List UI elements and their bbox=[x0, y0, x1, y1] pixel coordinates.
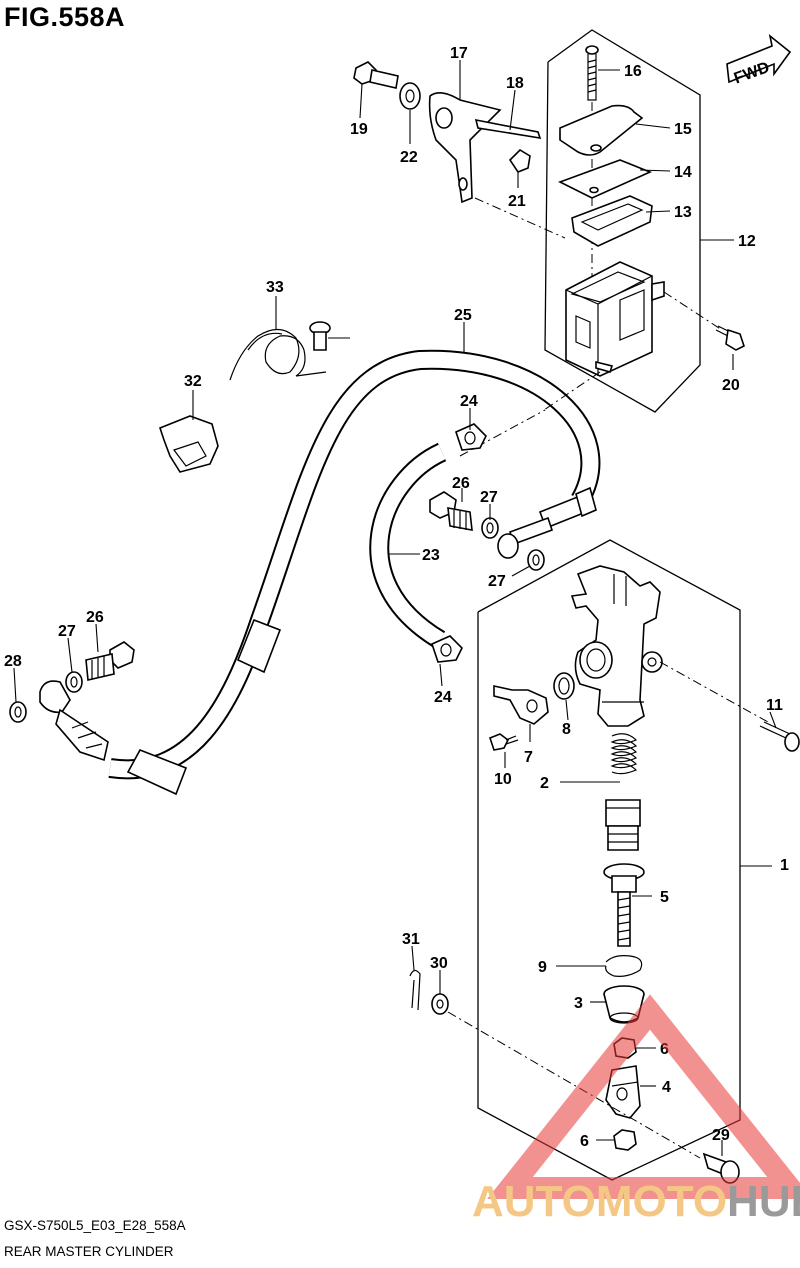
brake-hose-part-23 bbox=[369, 442, 447, 649]
callout-29: 30 bbox=[430, 955, 448, 972]
callout-11: 11 bbox=[766, 697, 783, 714]
washer-part-27-a bbox=[481, 517, 499, 539]
bolt-part-19 bbox=[353, 61, 399, 89]
reservoir-body-part-12 bbox=[565, 261, 665, 377]
callout-5: 5 bbox=[660, 889, 669, 906]
callout-26-upper: 26 bbox=[452, 475, 470, 492]
callout-8: 8 bbox=[562, 721, 571, 738]
hose-connector-part-7 bbox=[493, 685, 549, 725]
pin-part-18 bbox=[474, 118, 542, 140]
callout-10: 10 bbox=[494, 771, 512, 788]
watermark-text: AUTOMOTOHUB bbox=[472, 1177, 800, 1226]
callout-27-b: 27 bbox=[488, 573, 506, 590]
screw-part-16 bbox=[585, 45, 599, 101]
piston-assembly bbox=[605, 799, 641, 851]
automotohub-watermark bbox=[487, 994, 800, 1199]
callout-30: 31 bbox=[402, 931, 420, 948]
model-code: GSX-S750L5_E03_E28_558A bbox=[4, 1218, 186, 1233]
callout-18: 18 bbox=[506, 75, 524, 92]
hose-clamp-part-24-upper bbox=[455, 423, 487, 451]
o-ring-part-8 bbox=[553, 672, 575, 700]
hose-protector bbox=[126, 618, 282, 796]
master-cylinder-body bbox=[570, 565, 663, 727]
screw-part-10 bbox=[489, 733, 519, 751]
callout-27-a: 27 bbox=[480, 489, 498, 506]
cotter-pin-part-30 bbox=[409, 969, 421, 1011]
figure-title: FIG.558A bbox=[4, 2, 126, 32]
callout-31: 32 bbox=[184, 373, 202, 390]
callout-20: 20 bbox=[722, 377, 740, 394]
spring-part-2 bbox=[610, 733, 638, 775]
watermark-triangle-icon bbox=[487, 994, 800, 1199]
callout-23: 23 bbox=[422, 547, 440, 564]
callout-25: 25 bbox=[454, 307, 472, 324]
screw-part-33 bbox=[309, 321, 331, 351]
washer-part-29 bbox=[431, 993, 449, 1015]
washer-part-22 bbox=[399, 82, 421, 110]
callout-12: 12 bbox=[738, 233, 756, 250]
hose-fitting-left bbox=[39, 680, 109, 762]
bolt-part-20 bbox=[715, 325, 745, 351]
diaphragm-plate-part-14 bbox=[557, 159, 653, 199]
callout-4: 4 bbox=[662, 1079, 671, 1096]
spring-clip-part-32 bbox=[229, 328, 327, 381]
callout-6-lower: 6 bbox=[580, 1133, 589, 1150]
callout-16: 16 bbox=[624, 63, 642, 80]
callout-32: 33 bbox=[266, 279, 284, 296]
callout-27-d: 28 bbox=[4, 653, 22, 670]
grommet-part-21 bbox=[508, 148, 531, 173]
watermark-suffix: HUB bbox=[727, 1177, 800, 1226]
callout-2: 2 bbox=[540, 775, 549, 792]
callout-1: 1 bbox=[780, 857, 789, 874]
callout-13: 13 bbox=[674, 204, 692, 221]
callout-15: 15 bbox=[674, 121, 692, 138]
union-bolt-part-26-upper bbox=[429, 491, 473, 531]
washer-part-27-c bbox=[65, 671, 83, 693]
callout-21: 21 bbox=[508, 193, 526, 210]
callout-19: 19 bbox=[350, 121, 368, 138]
diaphragm-part-13 bbox=[571, 195, 653, 247]
reservoir-cap-part-15 bbox=[559, 104, 644, 156]
hose-fitting-right bbox=[497, 486, 597, 559]
callout-22: 22 bbox=[400, 149, 418, 166]
reservoir-hose-part-25 bbox=[108, 349, 601, 780]
push-rod-part-5 bbox=[603, 863, 645, 947]
union-bolt-part-26-lower bbox=[85, 641, 135, 681]
reservoir-group-outline bbox=[544, 29, 701, 413]
callout-6-upper: 6 bbox=[660, 1041, 669, 1058]
callout-17: 17 bbox=[450, 45, 468, 62]
callout-28: 29 bbox=[712, 1127, 730, 1144]
callout-7: 7 bbox=[524, 749, 533, 766]
fwd-arrow-icon: FWD bbox=[726, 34, 792, 88]
leader-lines bbox=[13, 60, 777, 1156]
bolt-part-11 bbox=[759, 721, 800, 752]
callout-9: 9 bbox=[538, 959, 547, 976]
bracket-part-17 bbox=[428, 92, 502, 204]
callout-27-c: 27 bbox=[58, 623, 76, 640]
watermark-prefix: AUTOMOTO bbox=[472, 1177, 727, 1226]
callout-24-upper: 24 bbox=[460, 393, 478, 410]
washer-part-27-d bbox=[9, 701, 27, 723]
callout-3: 3 bbox=[574, 995, 583, 1012]
nut-part-6-lower bbox=[613, 1129, 637, 1151]
hose-clamp-part-24-lower bbox=[431, 635, 463, 663]
callout-26-lower: 26 bbox=[86, 609, 104, 626]
washer-part-27-b bbox=[527, 549, 545, 571]
callout-14: 14 bbox=[674, 164, 692, 181]
section-name: REAR MASTER CYLINDER bbox=[4, 1244, 174, 1259]
callout-24-lower: 24 bbox=[434, 689, 452, 706]
callout-numbers: 1 2 3 4 5 6 6 7 8 9 10 11 12 13 14 15 16… bbox=[4, 45, 789, 1150]
circlip-part-9 bbox=[605, 955, 643, 977]
hose-clamp-part-31 bbox=[159, 415, 219, 473]
